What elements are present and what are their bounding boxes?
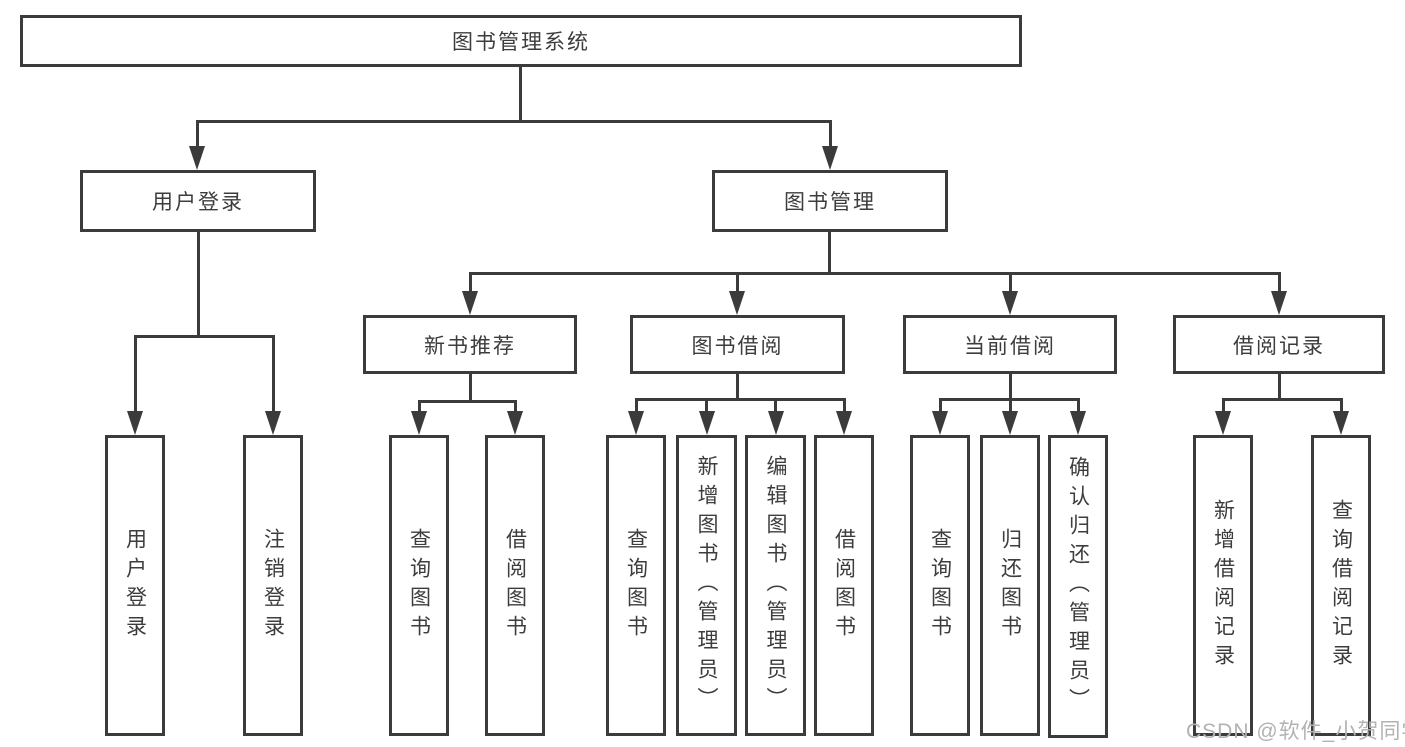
connector-line bbox=[1339, 398, 1343, 413]
connector-line bbox=[938, 398, 942, 413]
connector-line bbox=[842, 398, 846, 413]
connector-line bbox=[417, 400, 517, 403]
node-root: 图书管理系统 bbox=[20, 15, 1022, 67]
leaf-records-query-record-label: 查询借阅记录 bbox=[1329, 498, 1353, 673]
node-new-book-recommend-label: 新书推荐 bbox=[424, 334, 516, 358]
connector-line bbox=[634, 398, 845, 401]
connector-line bbox=[1221, 398, 1343, 401]
node-book-management-label: 图书管理 bbox=[784, 191, 876, 214]
leaf-user-login: 用户登录 bbox=[105, 435, 165, 736]
leaf-current-confirm-return-admin-label: 确认归还（管理员） bbox=[1066, 456, 1090, 717]
arrowhead-down bbox=[127, 411, 143, 435]
connector-line bbox=[827, 232, 831, 272]
leaf-borrow-edit-books-admin-label: 编辑图书（管理员） bbox=[764, 455, 787, 716]
arrowhead-down bbox=[698, 411, 715, 435]
arrowhead-down bbox=[1002, 411, 1018, 435]
leaf-recommend-query-books: 查询图书 bbox=[389, 435, 449, 736]
connector-line bbox=[468, 374, 472, 400]
watermark: CSDN @软件_小贺同学 bbox=[1186, 720, 1405, 743]
arrowhead-down bbox=[932, 411, 948, 435]
arrowhead-down bbox=[411, 411, 427, 435]
connector-line bbox=[513, 400, 517, 413]
node-borrow-records-label: 借阅记录 bbox=[1233, 334, 1325, 358]
leaf-logout: 注销登录 bbox=[243, 435, 303, 736]
arrowhead-down bbox=[729, 291, 745, 315]
connector-line bbox=[195, 120, 832, 123]
leaf-borrow-query-books-label: 查询图书 bbox=[624, 527, 648, 644]
connector-line bbox=[735, 374, 739, 398]
connector-line bbox=[196, 232, 200, 335]
connector-line bbox=[1277, 272, 1281, 292]
arrowhead-down bbox=[767, 411, 784, 435]
connector-line bbox=[1221, 398, 1225, 413]
leaf-borrow-add-books-admin-label: 新增图书（管理员） bbox=[695, 455, 718, 716]
arrowhead-down bbox=[822, 146, 838, 170]
connector-line bbox=[1076, 398, 1080, 413]
leaf-borrow-borrow-books-label: 借阅图书 bbox=[832, 527, 856, 644]
connector-line bbox=[133, 335, 137, 413]
leaf-borrow-query-books: 查询图书 bbox=[606, 435, 666, 736]
arrowhead-down bbox=[836, 411, 852, 435]
arrowhead-down bbox=[1070, 411, 1086, 435]
connector-line bbox=[1277, 374, 1281, 398]
leaf-recommend-query-books-label: 查询图书 bbox=[407, 527, 431, 644]
arrowhead-down bbox=[462, 291, 478, 315]
node-root-label: 图书管理系统 bbox=[452, 31, 590, 54]
connector-line bbox=[735, 272, 739, 292]
arrowhead-down bbox=[1271, 291, 1287, 315]
arrowhead-down bbox=[628, 411, 644, 435]
connector-line bbox=[468, 272, 472, 292]
connector-line bbox=[133, 335, 275, 338]
connector-line bbox=[468, 272, 1281, 275]
arrowhead-down bbox=[507, 411, 523, 435]
leaf-logout-label: 注销登录 bbox=[261, 527, 285, 644]
node-new-book-recommend: 新书推荐 bbox=[363, 315, 577, 374]
connector-line bbox=[195, 120, 199, 148]
node-current-borrow-label: 当前借阅 bbox=[964, 334, 1056, 358]
node-book-borrow: 图书借阅 bbox=[630, 315, 845, 374]
arrowhead-down bbox=[1002, 291, 1018, 315]
arrowhead-down bbox=[189, 146, 205, 170]
leaf-current-query-books: 查询图书 bbox=[910, 435, 970, 736]
node-book-management: 图书管理 bbox=[712, 170, 948, 232]
connector-line bbox=[774, 398, 777, 413]
leaf-records-query-record: 查询借阅记录 bbox=[1311, 435, 1371, 736]
leaf-borrow-edit-books-admin: 编辑图书（管理员） bbox=[745, 435, 806, 736]
connector-line bbox=[417, 400, 421, 413]
connector-line bbox=[1008, 374, 1012, 398]
node-user-login-label: 用户登录 bbox=[152, 191, 244, 214]
connector-line bbox=[634, 398, 638, 413]
connector-line bbox=[1008, 272, 1012, 292]
connector-line bbox=[828, 120, 832, 148]
connector-line bbox=[271, 335, 275, 413]
leaf-user-login-label: 用户登录 bbox=[123, 527, 147, 644]
node-user-login: 用户登录 bbox=[80, 170, 316, 232]
leaf-borrow-add-books-admin: 新增图书（管理员） bbox=[676, 435, 737, 736]
connector-line bbox=[1008, 398, 1012, 413]
leaf-current-return-books: 归还图书 bbox=[980, 435, 1040, 736]
arrowhead-down bbox=[1333, 411, 1349, 435]
connector-line bbox=[705, 398, 708, 413]
leaf-recommend-borrow-books-label: 借阅图书 bbox=[503, 527, 527, 644]
leaf-current-confirm-return-admin: 确认归还（管理员） bbox=[1048, 435, 1108, 738]
node-borrow-records: 借阅记录 bbox=[1173, 315, 1385, 374]
leaf-borrow-borrow-books: 借阅图书 bbox=[814, 435, 874, 736]
arrowhead-down bbox=[1215, 411, 1231, 435]
connector-line bbox=[518, 67, 522, 120]
leaf-recommend-borrow-books: 借阅图书 bbox=[485, 435, 545, 736]
leaf-current-return-books-label: 归还图书 bbox=[998, 527, 1022, 644]
leaf-records-add-record-label: 新增借阅记录 bbox=[1211, 498, 1235, 673]
node-book-borrow-label: 图书借阅 bbox=[691, 334, 784, 358]
leaf-records-add-record: 新增借阅记录 bbox=[1193, 435, 1253, 736]
leaf-current-query-books-label: 查询图书 bbox=[928, 527, 952, 644]
arrowhead-down bbox=[265, 411, 281, 435]
node-current-borrow: 当前借阅 bbox=[903, 315, 1117, 374]
